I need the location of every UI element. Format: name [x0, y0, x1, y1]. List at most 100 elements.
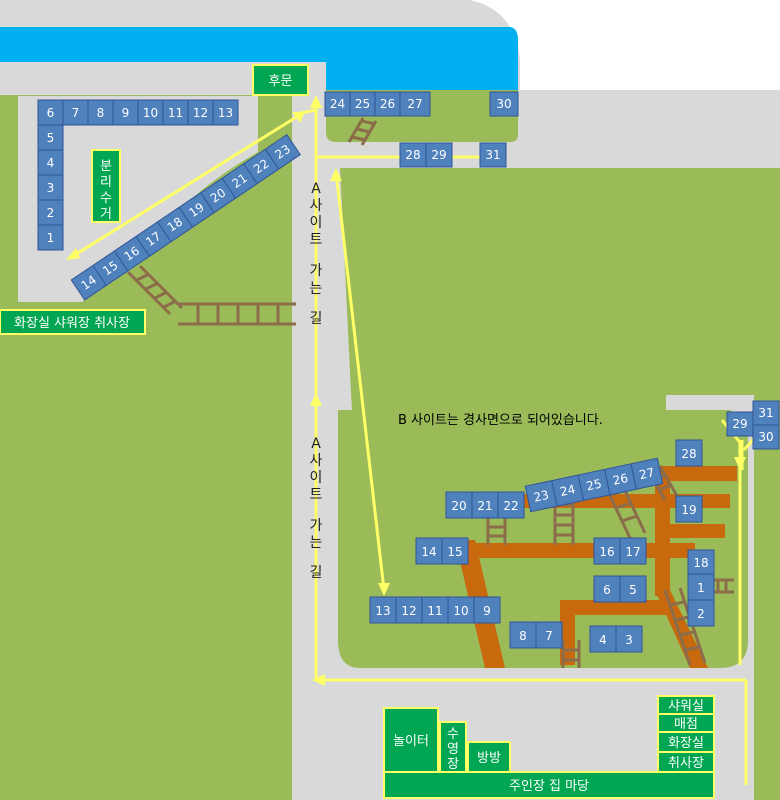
- site-label-b-22[interactable]: 22: [503, 499, 518, 513]
- site-label-a-11[interactable]: 11: [168, 106, 183, 120]
- top-right-site-labels: 24 25 26 27 30 28 29 31: [330, 97, 512, 162]
- a-road-2-char-4: 가: [310, 518, 323, 534]
- a-site-left-col-labels: 5 4 3 2 1: [47, 131, 55, 245]
- site-label-a-13[interactable]: 13: [218, 106, 233, 120]
- b-site-labels: 28 20 21 22 19 14 15 16 17 18 1 6 5 2 13…: [375, 447, 708, 647]
- site-label-b-10[interactable]: 10: [453, 604, 468, 618]
- site-label-a-10[interactable]: 10: [143, 106, 158, 120]
- site-label-corner-29[interactable]: 29: [732, 417, 747, 431]
- site-label-b-13[interactable]: 13: [375, 604, 390, 618]
- site-label-a-26[interactable]: 26: [380, 97, 395, 111]
- site-label-b-2[interactable]: 2: [697, 607, 705, 621]
- site-label-a-7[interactable]: 7: [72, 106, 80, 120]
- toilet-label[interactable]: 화장실: [668, 736, 704, 751]
- site-label-b-28[interactable]: 28: [681, 447, 696, 461]
- pool-label-3[interactable]: 장: [447, 757, 459, 772]
- bottom-facility-labels: 놀이터 수 영 장 방방 샤워실 매점 화장실 취사장 주인장 집 마당: [393, 699, 704, 794]
- facility-left-label[interactable]: 화장실 샤워장 취사장: [14, 316, 130, 331]
- site-label-b-5[interactable]: 5: [629, 583, 637, 597]
- site-label-b-15[interactable]: 15: [447, 545, 462, 559]
- site-label-b-26[interactable]: 26: [612, 471, 630, 488]
- site-label-b-27[interactable]: 27: [638, 465, 656, 482]
- site-label-b-16[interactable]: 16: [599, 545, 614, 559]
- site-label-b-24[interactable]: 24: [559, 482, 577, 499]
- a-road-label-2: A 사 이 트 가 는 길: [310, 436, 323, 581]
- water-channel: [0, 27, 518, 90]
- site-label-b-25[interactable]: 25: [585, 477, 603, 494]
- site-label-b-7[interactable]: 7: [545, 629, 553, 643]
- site-label-a-9[interactable]: 9: [122, 106, 130, 120]
- path-arrows: [66, 95, 746, 686]
- b-site-slope-note: B 사이트는 경사면으로 되어있습니다.: [398, 413, 603, 428]
- b-site-boxes: [369, 439, 715, 653]
- site-label-a-28[interactable]: 28: [405, 148, 420, 162]
- site-label-a-5[interactable]: 5: [47, 131, 55, 145]
- site-label-b-19[interactable]: 19: [681, 503, 696, 517]
- recycle-box: [91, 149, 121, 223]
- site-label-b-21[interactable]: 21: [477, 499, 492, 513]
- site-label-b-23[interactable]: 23: [532, 488, 550, 505]
- a-road-1-char-2: 이: [310, 215, 323, 231]
- a-road-label-1: A 사 이 트 가 는 길: [310, 181, 323, 327]
- room-label[interactable]: 방방: [477, 751, 501, 766]
- site-label-b-18[interactable]: 18: [693, 556, 708, 570]
- grass-right: [340, 168, 780, 800]
- a-road-2-char-1: 사: [310, 453, 323, 469]
- corner-site-labels: 29 31 30: [732, 406, 773, 444]
- site-label-a-8[interactable]: 8: [97, 106, 105, 120]
- site-label-b-11[interactable]: 11: [427, 604, 442, 618]
- site-label-a-27[interactable]: 27: [407, 97, 422, 111]
- corner-sites: [726, 400, 780, 450]
- a-road-2-char-5: 는: [310, 535, 323, 551]
- site-label-a-3[interactable]: 3: [47, 181, 55, 195]
- site-label-b-4[interactable]: 4: [599, 633, 607, 647]
- a-road-2-char-6: 길: [310, 565, 323, 581]
- shower-label[interactable]: 샤워실: [668, 699, 704, 714]
- a-road-1-char-0: A: [311, 181, 321, 197]
- top-right-sites: [324, 91, 519, 168]
- site-label-b-3[interactable]: 3: [625, 633, 633, 647]
- site-label-a-12[interactable]: 12: [193, 106, 208, 120]
- pool-label-1[interactable]: 수: [447, 727, 459, 742]
- a-road-1-char-4: 가: [310, 263, 323, 279]
- back-gate-label[interactable]: 후문: [269, 74, 293, 89]
- site-label-b-1[interactable]: 1: [697, 581, 705, 595]
- site-label-b-12[interactable]: 12: [401, 604, 416, 618]
- gravel-area-a: [18, 96, 258, 302]
- a-site-diagonal: 14 15 16 17 18 19 20 21 22 23: [70, 133, 301, 301]
- site-label-b-8[interactable]: 8: [519, 629, 527, 643]
- bottom-facility-boxes: [383, 695, 715, 799]
- site-label-a-31[interactable]: 31: [485, 148, 500, 162]
- a-road-1-char-5: 는: [310, 281, 323, 297]
- site-label-b-20[interactable]: 20: [451, 499, 466, 513]
- site-label-a-29[interactable]: 29: [431, 148, 446, 162]
- pool-label-2[interactable]: 영: [447, 742, 459, 757]
- site-label-b-9[interactable]: 9: [483, 604, 491, 618]
- site-label-a-6[interactable]: 6: [47, 106, 55, 120]
- site-label-corner-31[interactable]: 31: [758, 406, 773, 420]
- yard-label[interactable]: 주인장 집 마당: [509, 779, 589, 794]
- kitchen-label[interactable]: 취사장: [668, 756, 704, 771]
- a-road-2-char-2: 이: [310, 470, 323, 486]
- site-label-a-24[interactable]: 24: [330, 97, 345, 111]
- site-label-a-4[interactable]: 4: [47, 156, 55, 170]
- facility-left-box: [0, 309, 146, 335]
- back-gate-box: [252, 64, 309, 96]
- site-label-b-14[interactable]: 14: [421, 545, 436, 559]
- site-label-a-1[interactable]: 1: [47, 231, 55, 245]
- store-label[interactable]: 매점: [674, 717, 698, 732]
- site-label-a-25[interactable]: 25: [355, 97, 370, 111]
- site-label-b-17[interactable]: 17: [625, 545, 640, 559]
- site-label-a-30[interactable]: 30: [496, 97, 511, 111]
- a-site-top-row: [37, 99, 239, 126]
- a-road-1-char-6: 길: [310, 311, 323, 327]
- playground-label[interactable]: 놀이터: [393, 734, 429, 749]
- a-road-2-char-0: A: [311, 436, 321, 452]
- site-label-a-2[interactable]: 2: [47, 206, 55, 220]
- site-label-b-6[interactable]: 6: [603, 583, 611, 597]
- site-label-corner-30[interactable]: 30: [758, 430, 773, 444]
- a-road-1-char-3: 트: [310, 232, 323, 248]
